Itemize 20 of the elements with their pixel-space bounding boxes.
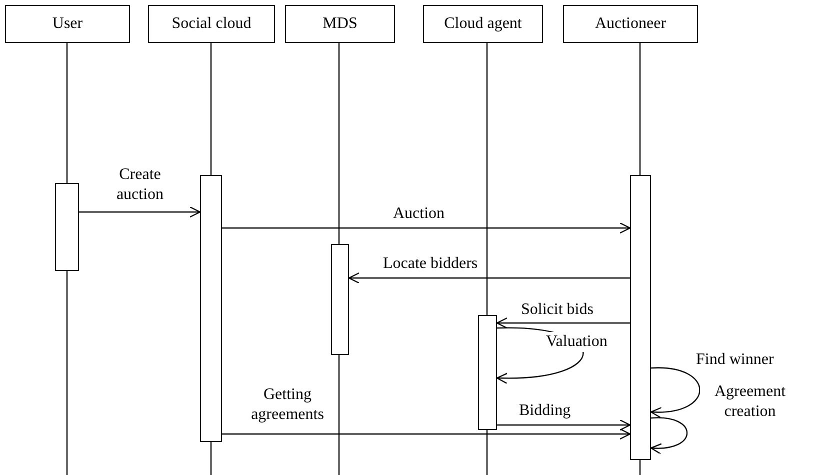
edge-label: Valuation: [546, 332, 608, 352]
message-arrow: [497, 419, 631, 431]
message-arrow: [650, 417, 688, 454]
message-arrow: [222, 222, 631, 234]
message-arrow: [496, 317, 630, 329]
activation-bar: [200, 175, 222, 442]
participant-box: User: [5, 5, 130, 43]
message-arrow: [79, 206, 201, 218]
message-arrow: [222, 428, 631, 440]
edge-label: Bidding: [519, 401, 571, 421]
participant-box: Social cloud: [148, 5, 275, 43]
participant-box: Auctioneer: [563, 5, 698, 43]
participant-box: Cloud agent: [423, 5, 543, 43]
activation-bar: [331, 244, 349, 355]
activation-bar: [478, 315, 497, 430]
message-arrow: [650, 367, 700, 418]
message-arrow: [348, 272, 630, 284]
activation-bar: [630, 175, 651, 460]
participant-box: MDS: [285, 5, 395, 43]
activation-bar: [55, 183, 79, 271]
